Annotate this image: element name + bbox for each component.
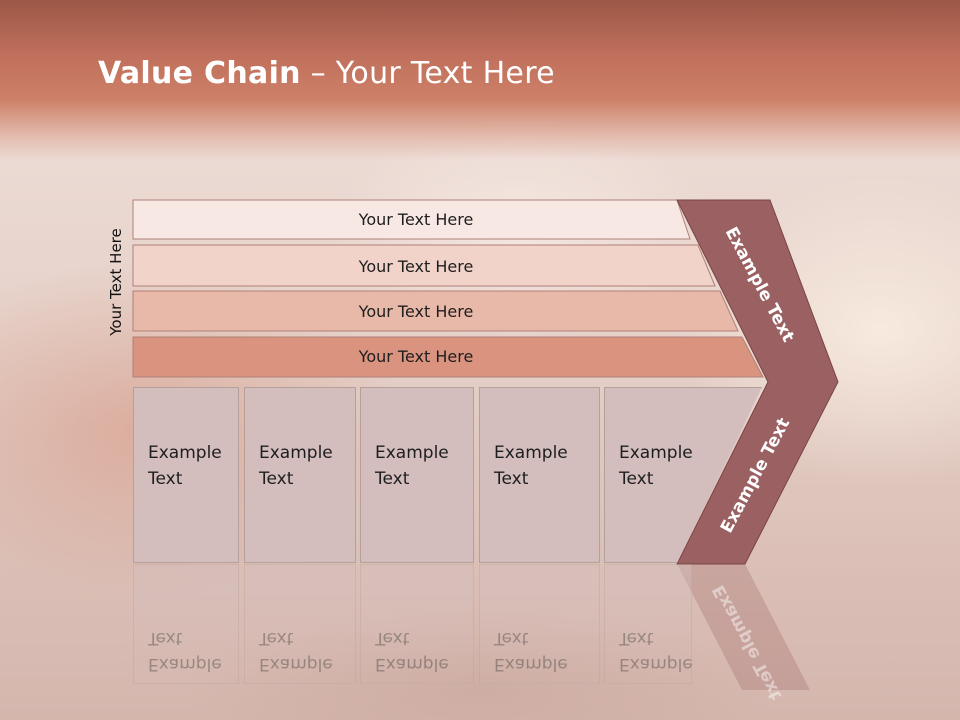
row-label-3: Your Text Here	[358, 302, 474, 321]
column-reflection-text-4: Example Text	[494, 628, 568, 674]
chevron-arrow	[676, 199, 839, 565]
title-rest: – Your Text Here	[300, 56, 555, 91]
row-bar-2	[132, 244, 716, 287]
column-reflection-3: Example Text	[360, 564, 474, 684]
column-reflection-1: Example Text	[133, 564, 239, 684]
column-reflection-5: Example Text	[604, 564, 693, 684]
row-label-4: Your Text Here	[358, 347, 474, 366]
column-3: Example Text	[360, 387, 474, 563]
column-reflection-text-3: Example Text	[375, 628, 449, 674]
row-label-1: Your Text Here	[358, 210, 474, 229]
title-band	[0, 0, 960, 160]
column-reflection-text-1: Example Text	[148, 628, 222, 674]
title-bold: Value Chain	[98, 56, 301, 91]
row-bar-1	[132, 199, 691, 240]
column-label-3: Example Text	[375, 443, 449, 489]
column-reflection-2: Example Text	[244, 564, 356, 684]
row-label-2: Your Text Here	[358, 257, 474, 276]
column-reflection-text-2: Example Text	[259, 628, 333, 674]
column-2: Example Text	[244, 387, 356, 563]
column-label-1: Example Text	[148, 443, 222, 489]
slide-title: Value Chain – Your Text Here	[98, 56, 555, 91]
column-reflection-text-5: Example Text	[619, 628, 693, 674]
chevron-reflection	[677, 564, 810, 690]
column-reflection-4: Example Text	[479, 564, 600, 684]
column-4: Example Text	[479, 387, 600, 563]
row-bar-4	[132, 336, 764, 378]
row-bar-3	[132, 290, 739, 332]
column-1: Example Text	[133, 387, 239, 563]
column-label-4: Example Text	[494, 443, 568, 489]
column-label-5: Example Text	[619, 443, 693, 489]
column-label-2: Example Text	[259, 443, 333, 489]
